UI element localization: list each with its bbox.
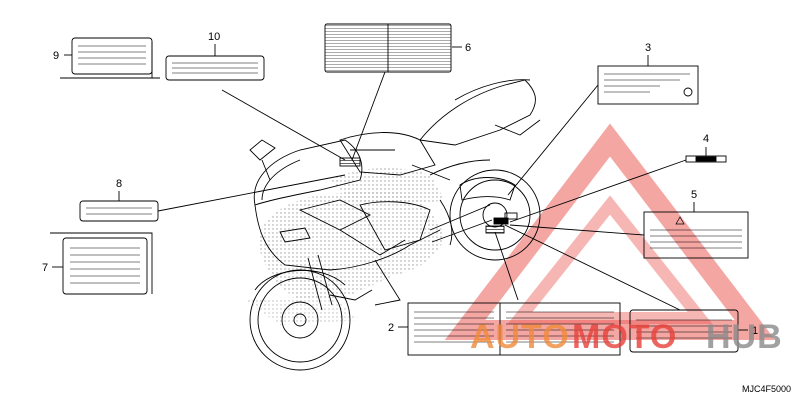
watermark-logo — [444, 123, 776, 340]
callout-10: 10 — [208, 31, 220, 43]
callout-6: 6 — [465, 42, 471, 54]
callout-1: 1 — [752, 325, 758, 337]
leader-lines — [52, 44, 748, 331]
watermark-moto: MOTO — [572, 318, 677, 356]
callout-3: 3 — [645, 42, 651, 54]
label-6-sheet — [324, 23, 452, 73]
motorcycle-illustration — [245, 79, 541, 371]
watermark-text: AUTO MOTO HUB — [470, 318, 783, 356]
label-9-sheet — [60, 37, 160, 79]
callout-2: 2 — [388, 322, 394, 334]
label-4-sheet — [685, 155, 727, 163]
watermark-auto: AUTO — [470, 318, 570, 356]
figure-code: MJC4F5000 — [742, 384, 791, 394]
callout-7: 7 — [42, 262, 48, 274]
label-1-sheet — [629, 309, 739, 353]
label-2-sheet — [407, 302, 621, 356]
watermark-hub: HUB — [706, 318, 783, 356]
callout-8: 8 — [116, 178, 122, 190]
label-3-sheet — [597, 65, 699, 105]
label-8-sheet — [79, 200, 159, 222]
callout-4: 4 — [703, 133, 709, 145]
label-10-sheet — [165, 55, 265, 81]
label-7-sheet — [50, 232, 153, 295]
callout-5: 5 — [691, 189, 697, 201]
callout-9: 9 — [53, 50, 59, 62]
